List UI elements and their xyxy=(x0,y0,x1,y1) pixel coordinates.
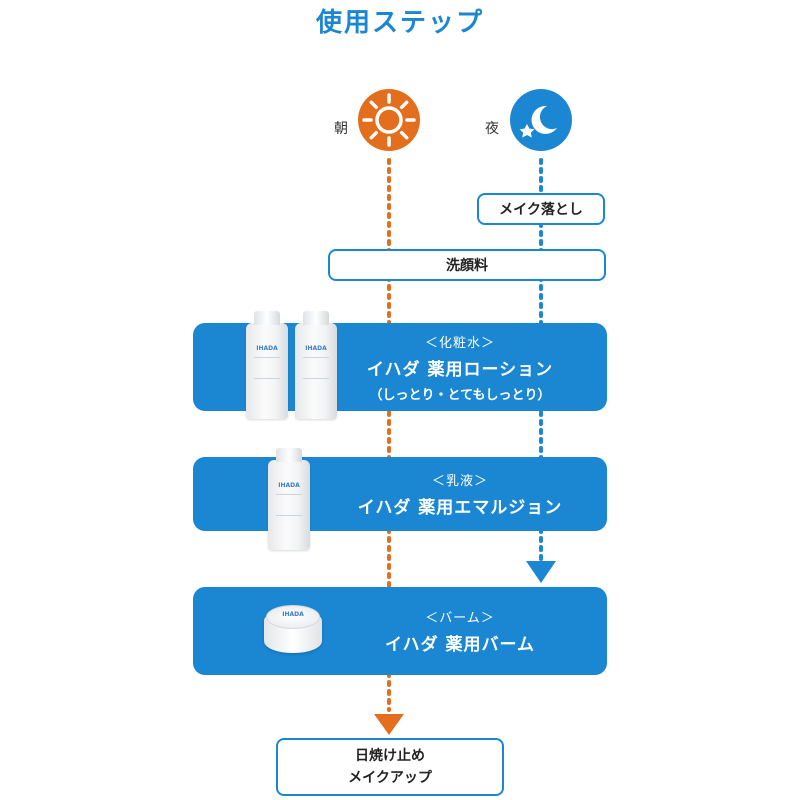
balm-product-name: イハダ 薬用バーム xyxy=(384,635,536,655)
page-title: 使用ステップ xyxy=(315,8,484,38)
emulsion-step: ＜乳液＞ イハダ 薬用エマルジョン xyxy=(193,457,607,531)
final-step: 日焼け止め メイクアップ xyxy=(276,738,504,796)
balm-jar-label: IHADA xyxy=(282,611,304,618)
emulsion-category: ＜乳液＞ xyxy=(431,474,488,489)
makeup-label: メイクアップ xyxy=(348,770,432,786)
night-arrow xyxy=(526,561,556,583)
lotion-bottle-image: IHADA xyxy=(246,311,288,419)
lotion-product-name: イハダ 薬用ローション xyxy=(366,359,554,380)
lotion-category: ＜化粧水＞ xyxy=(424,335,495,351)
balm-step: ＜バーム＞ イハダ 薬用バーム xyxy=(193,587,607,675)
morning-arrow xyxy=(374,714,404,735)
lotion-bottle-image-2: IHADA xyxy=(295,311,337,419)
face-wash-step: 洗顔料 xyxy=(328,249,606,281)
sun-icon xyxy=(358,89,420,151)
emulsion-bottle-image: IHADA xyxy=(268,448,310,550)
lotion-variant: （しっとり・とてもしっとり） xyxy=(369,387,551,403)
emulsion-bottle-label: IHADA xyxy=(278,482,300,489)
balm-category: ＜バーム＞ xyxy=(425,611,495,626)
balm-jar-image: IHADA xyxy=(264,605,322,653)
emulsion-product-name: イハダ 薬用エマルジョン xyxy=(357,498,563,518)
morning-label: 朝 xyxy=(334,121,348,137)
moon-star-icon xyxy=(510,89,572,151)
night-label: 夜 xyxy=(485,121,499,137)
lotion-bottle-label-2: IHADA xyxy=(305,345,327,352)
makeup-remover-step: メイク落とし xyxy=(477,193,605,225)
lotion-bottle-label: IHADA xyxy=(256,345,278,352)
sunscreen-label: 日焼け止め xyxy=(355,748,425,764)
